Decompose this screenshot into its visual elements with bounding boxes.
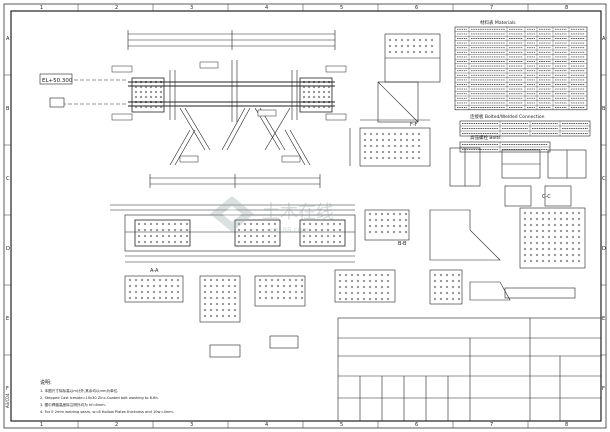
grid-col-top-4: 4: [265, 5, 268, 11]
bolt-table: [459, 141, 551, 153]
grid-col-bottom-1: 1: [40, 422, 43, 428]
grid-row-left-F: F: [6, 386, 9, 392]
bolts-beam-2: [237, 222, 277, 244]
detail-c-c: [449, 147, 587, 207]
bolts-plate-a: [128, 278, 180, 300]
grid-col-bottom-4: 4: [265, 422, 268, 428]
beam-plan: [110, 204, 356, 263]
bolts-right-joint: [302, 80, 331, 109]
outer-border: [3, 3, 607, 429]
label-b-b: B-B: [398, 241, 407, 247]
bolts-plate-b: [203, 278, 237, 318]
grid-col-top-5: 5: [340, 5, 343, 11]
watermark-sub: co188.com: [270, 226, 309, 234]
note-2: 2. Stepped Cast Iceside=10x30 Zinc-Coate…: [40, 396, 159, 400]
section-tag-box: [49, 97, 65, 108]
grid-col-bottom-2: 2: [115, 422, 118, 428]
materials-table: [454, 26, 588, 111]
grid-col-top-3: 3: [190, 5, 193, 11]
bolts-b-b: [368, 212, 408, 234]
grid-row-left-B: B: [6, 106, 10, 112]
inner-border: [10, 10, 602, 422]
grid-col-top-6: 6: [415, 5, 418, 11]
grid-row-right-A: A: [602, 36, 606, 42]
table3-title: 高强螺栓 Bolts: [470, 134, 501, 141]
grid-col-top-7: 7: [490, 5, 493, 11]
grid-row-right-D: D: [602, 246, 606, 252]
main-elevation: [56, 30, 336, 188]
table1-title: 材料表 Materials: [480, 19, 516, 26]
bolts-left-joint: [134, 80, 163, 109]
sheet-code: A3/C04: [5, 393, 10, 408]
watermark: 土木在线 co188.com: [210, 196, 334, 234]
connection-table: [459, 120, 591, 137]
note-4: 4. For E 2mm welding seam, w=8 Hollow Pl…: [40, 410, 174, 414]
bolts-plate-f: [433, 273, 461, 301]
label-a-a: A-A: [150, 268, 159, 274]
bolts-beam-3: [302, 222, 342, 244]
grid-col-bottom-7: 7: [490, 422, 493, 428]
title-block: [337, 317, 602, 422]
bolt-patterns: [128, 38, 581, 318]
grid-col-bottom-3: 3: [190, 422, 193, 428]
grid-row-right-E: E: [602, 316, 605, 322]
bolts-plate-c: [258, 278, 304, 300]
bolts-beam-1: [137, 222, 189, 244]
plate-a-a: [124, 269, 396, 358]
elevation-tag-box: [39, 73, 73, 85]
detail-d-d: [364, 207, 586, 305]
watermark-text: 土木在线: [262, 202, 334, 223]
grid-row-right-B: B: [602, 106, 606, 112]
grid-row-left-C: C: [6, 176, 10, 182]
detail-f-f: [349, 33, 441, 167]
grid-col-bottom-5: 5: [340, 422, 343, 428]
grid-row-left-A: A: [6, 36, 10, 42]
notes-title: 说明:: [40, 379, 52, 386]
grid-row-right-C: C: [602, 176, 606, 182]
bolts-plate-e: [523, 211, 581, 263]
bolts-plate-d: [338, 273, 390, 301]
grid-col-bottom-8: 8: [565, 422, 568, 428]
label-c-c: C-C: [542, 194, 551, 200]
grid-col-top-2: 2: [115, 5, 118, 11]
grid-row-left-E: E: [6, 316, 9, 322]
table2-title: 连接板 Bolted/Welded Connection: [470, 113, 545, 120]
grid-col-bottom-6: 6: [415, 422, 418, 428]
grid-row-right-F: F: [602, 386, 605, 392]
bolts-top-plate: [388, 38, 434, 54]
elevation-tag: EL+50.300: [42, 78, 73, 84]
callout-boxes: [111, 61, 347, 163]
label-f-f: F-F: [410, 122, 418, 128]
note-1: 1. 本图尺寸除标高以m计外,其余均以mm为单位.: [40, 388, 118, 393]
grid-row-left-D: D: [6, 246, 10, 252]
bolts-f-f: [363, 132, 421, 160]
grid-col-top-1: 1: [40, 5, 43, 11]
grid-col-top-8: 8: [565, 5, 568, 11]
note-3: 3. 图中焊缝高度除注明外均为 hf=6mm.: [40, 402, 106, 407]
